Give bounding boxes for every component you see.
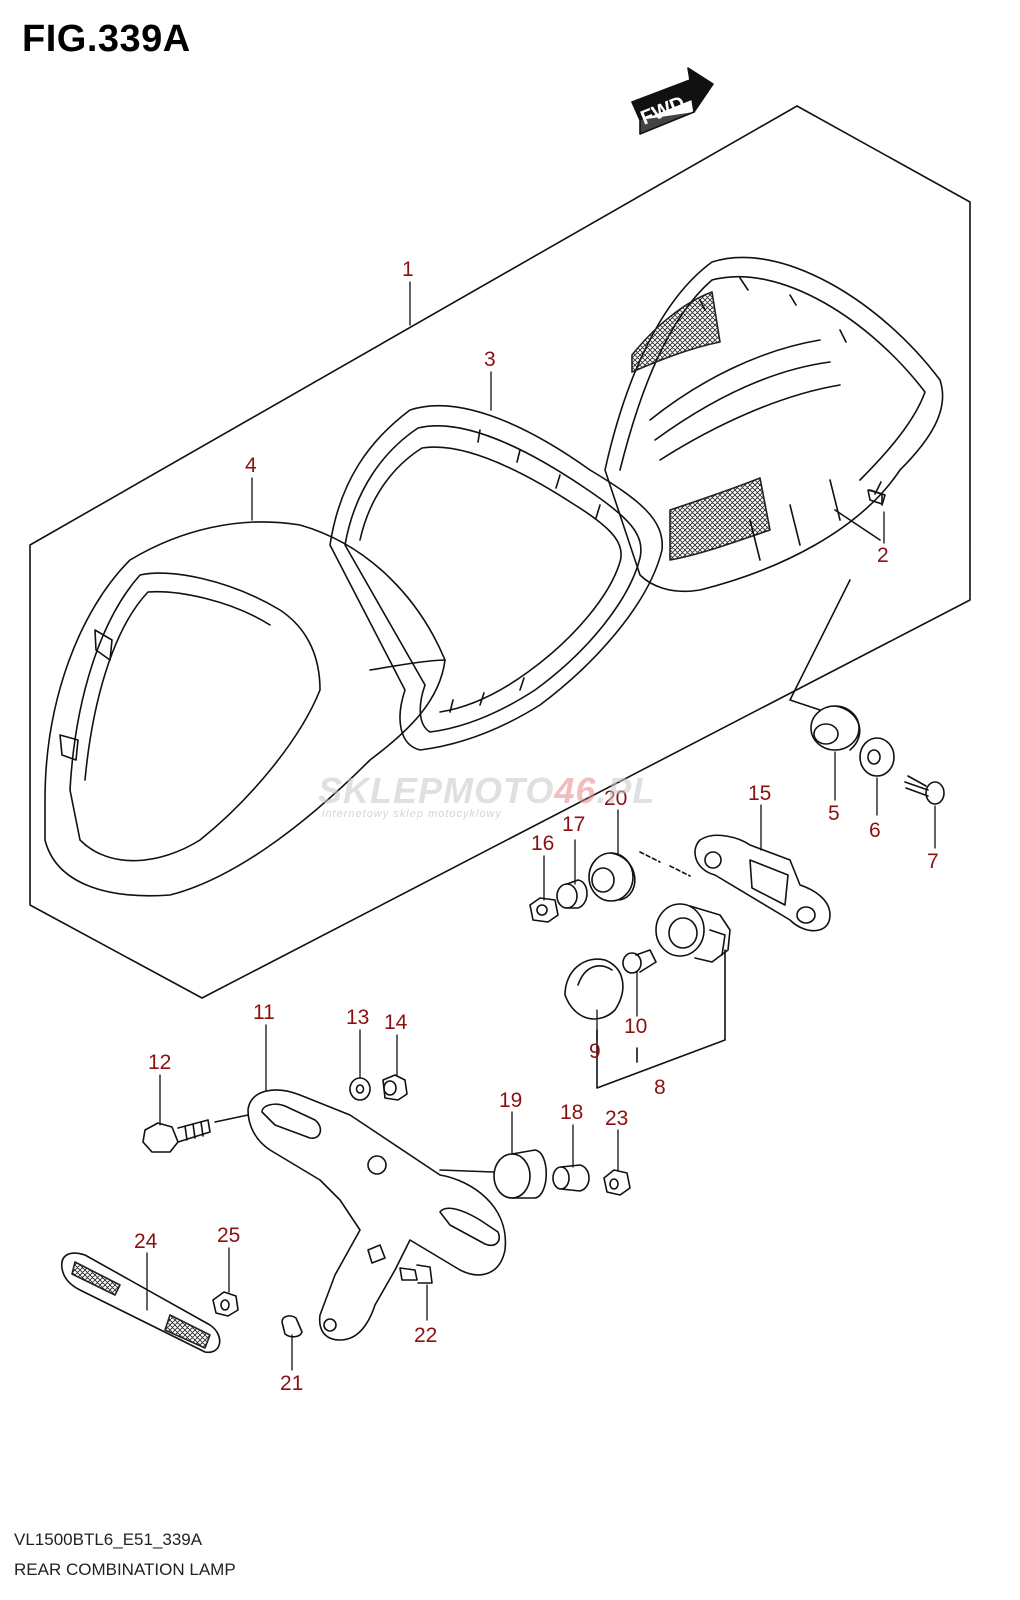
callout-3: 3 <box>484 348 496 371</box>
watermark-logo: SKLEPMOTO46.PL <box>318 770 655 812</box>
screw-7 <box>904 775 945 805</box>
screw-2 <box>867 481 883 505</box>
collar-18 <box>552 1164 590 1192</box>
grommet-19 <box>439 1149 547 1199</box>
callout-19: 19 <box>499 1089 522 1112</box>
inner-bezel <box>329 404 663 751</box>
washer-6 <box>859 737 895 777</box>
nut-25 <box>212 1291 239 1317</box>
callout-25: 25 <box>217 1224 240 1247</box>
nut-16 <box>529 897 559 923</box>
bulb-10 <box>622 949 657 974</box>
callout-20: 20 <box>604 787 627 810</box>
assembly-outline <box>29 105 971 999</box>
watermark-text-c: .PL <box>596 770 656 811</box>
callout-1: 1 <box>402 258 414 281</box>
socket-8 <box>655 903 731 963</box>
figure-title: FIG.339A <box>22 18 191 60</box>
watermark-subtitle: internetowy sklep motocyklowy <box>322 808 503 820</box>
grommet-20 <box>588 852 636 902</box>
bolt-12 <box>142 1114 249 1153</box>
fwd-arrow-icon: FWD <box>631 67 714 135</box>
callout-2: 2 <box>877 544 889 567</box>
callout-7: 7 <box>927 850 939 873</box>
nut-14 <box>382 1074 408 1101</box>
bolt-22 <box>399 1264 433 1284</box>
callout-4: 4 <box>245 454 257 477</box>
group-leader-8 <box>596 949 726 1089</box>
watermark-text-a: SKLEPMOTO <box>318 770 555 811</box>
grommet-5 <box>810 705 861 751</box>
callout-5: 5 <box>828 802 840 825</box>
lens-9 <box>564 958 624 1020</box>
callout-17: 17 <box>562 813 585 836</box>
callout-10: 10 <box>624 1015 647 1038</box>
bracket-11 <box>247 1089 507 1341</box>
callout-leaders <box>146 281 936 1371</box>
plug-21 <box>281 1315 303 1338</box>
figure-name: REAR COMBINATION LAMP <box>14 1560 236 1579</box>
collar-17 <box>556 879 588 909</box>
callout-18: 18 <box>560 1101 583 1124</box>
reflector-24 <box>60 1252 221 1353</box>
callout-22: 22 <box>414 1324 437 1347</box>
figure-code: VL1500BTL6_E51_339A <box>14 1530 203 1549</box>
leader-lines <box>789 509 881 711</box>
callout-8: 8 <box>654 1076 666 1099</box>
washer-13 <box>349 1077 371 1101</box>
license-bracket-15 <box>639 834 831 932</box>
callout-16: 16 <box>531 832 554 855</box>
tail-lamp-lens <box>604 256 944 593</box>
callout-6: 6 <box>869 819 881 842</box>
callout-24: 24 <box>134 1230 158 1253</box>
watermark-text-b: 46 <box>554 770 597 811</box>
callout-15: 15 <box>748 782 771 805</box>
callout-11: 11 <box>253 1001 275 1024</box>
callout-14: 14 <box>384 1011 408 1034</box>
callout-9: 9 <box>589 1040 601 1063</box>
nut-23 <box>603 1169 631 1196</box>
callout-13: 13 <box>346 1006 369 1029</box>
callout-23: 23 <box>605 1107 628 1130</box>
callout-numbers: 1 2 3 4 5 6 7 8 9 10 11 12 13 14 15 16 1… <box>134 258 939 1395</box>
outer-cover <box>44 521 446 897</box>
callout-21: 21 <box>280 1372 303 1395</box>
callout-12: 12 <box>148 1051 171 1074</box>
